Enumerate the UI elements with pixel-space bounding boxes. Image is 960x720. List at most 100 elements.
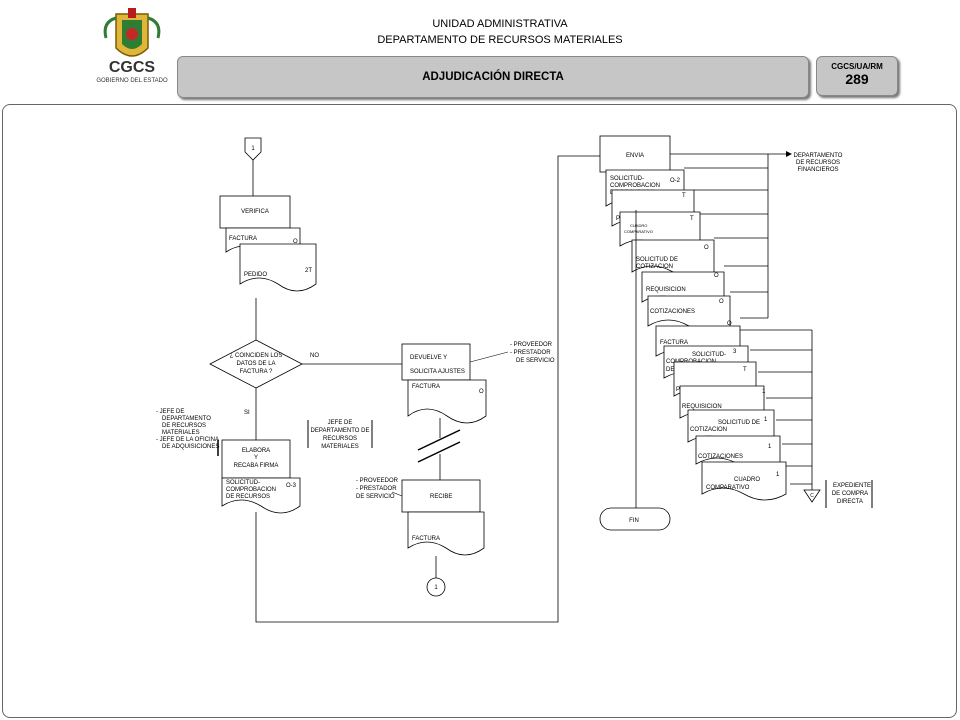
doc-cuadro-2-mark: 1 bbox=[776, 472, 780, 478]
proveedor-bottom-3: DE SERVICIO bbox=[356, 494, 395, 500]
proveedor-bottom-1: - PROVEEDOR bbox=[356, 478, 399, 484]
doc-cotizaciones-2-mark: 1 bbox=[768, 444, 772, 450]
doc-requisicion-2-label: REQUISICION bbox=[682, 404, 722, 410]
decision-line-3: FACTURA ? bbox=[240, 369, 273, 375]
jefes-left-2: DEPARTAMENTO bbox=[162, 416, 211, 422]
doc-cuadro-1-line-2: COMPARATIVO bbox=[624, 229, 653, 234]
elabora-box bbox=[221, 439, 291, 479]
doc-factura-2-label: FACTURA bbox=[412, 384, 440, 390]
doc-cuadro-1-mark: T bbox=[690, 216, 694, 222]
elabora-line-3: RECABA FIRMA bbox=[234, 463, 279, 469]
doc-solicitud-1 bbox=[221, 477, 301, 514]
jefe-mid-1: JEFE DE bbox=[328, 420, 353, 426]
doc-solcot-1-mark: O bbox=[704, 245, 709, 251]
doc-factura-3-label: FACTURA bbox=[412, 536, 440, 542]
decision-line-2: DATOS DE LA bbox=[236, 361, 275, 367]
doc-cuadro-2 bbox=[701, 461, 787, 501]
doc-pedido-1-label: PEDIDO bbox=[244, 272, 267, 278]
proveedor-top-1: - PROVEEDOR bbox=[510, 342, 553, 348]
jefes-left-1: - JEFE DE bbox=[156, 409, 184, 415]
doc-solcot-1-line-2: COTIZACION bbox=[636, 264, 673, 270]
proveedor-bottom-2: - PRESTADOR bbox=[356, 486, 397, 492]
dest-financieros-2: DE RECURSOS bbox=[796, 160, 840, 166]
offpage-connector-top bbox=[244, 137, 262, 161]
procedure-code-number: 289 bbox=[845, 71, 869, 87]
envia-label: ENVIA bbox=[626, 153, 644, 159]
doc-solicitud-1-line-3: DE RECURSOS bbox=[226, 494, 270, 500]
doc-pedido-3-mark: T bbox=[743, 367, 747, 373]
jefes-left-4: MATERIALES bbox=[162, 430, 200, 436]
doc-solicitud-1-line-2: COMPROBACION bbox=[226, 487, 276, 493]
verifica-label: VERIFICA bbox=[241, 209, 269, 215]
doc-solicitud-2-line-2: COMPROBACION bbox=[610, 183, 660, 189]
doc-solcot-2-mark: 1 bbox=[764, 417, 768, 423]
archive-label: C bbox=[810, 493, 814, 499]
government-logo: CGCS GOBIERNO DEL ESTADO bbox=[92, 8, 172, 84]
verifica-box bbox=[219, 195, 291, 229]
doc-factura-2 bbox=[407, 379, 487, 424]
logo-text: CGCS bbox=[109, 59, 156, 76]
procedure-code-box: CGCS/UA/RM 289 bbox=[816, 56, 898, 96]
procedure-title-text: ADJUDICACIÓN DIRECTA bbox=[422, 71, 564, 83]
doc-cuadro-2-line-1: CUADRO bbox=[734, 477, 760, 483]
doc-pedido-1-mark: 2T bbox=[305, 268, 312, 274]
doc-factura-3 bbox=[407, 511, 485, 556]
decision-no-label: NO bbox=[310, 353, 319, 359]
recibe-box bbox=[401, 479, 481, 513]
fin-terminator bbox=[599, 507, 671, 531]
doc-solicitud-1-mark: O-3 bbox=[286, 483, 297, 489]
connector-top-label: 1 bbox=[251, 146, 255, 152]
jefe-mid-4: MATERIALES bbox=[321, 444, 359, 450]
elabora-line-2: Y bbox=[254, 455, 258, 461]
procedure-title: ADJUDICACIÓN DIRECTA bbox=[177, 56, 809, 98]
doc-cotizaciones-1-mark: O bbox=[719, 299, 724, 305]
doc-requisicion-1-label: REQUISICION bbox=[646, 287, 686, 293]
department-heading: DEPARTAMENTO DE RECURSOS MATERIALES bbox=[377, 34, 623, 46]
jefe-mid-3: RECURSOS bbox=[323, 436, 357, 442]
dest-expediente-3: DIRECTA bbox=[837, 499, 863, 505]
doc-pedido-2-mark: T bbox=[682, 193, 686, 199]
doc-requisicion-2-mark: 1 bbox=[762, 389, 766, 395]
proveedor-top-2: - PRESTADOR bbox=[510, 350, 551, 356]
doc-cotizaciones-2-label: COTIZACIONES bbox=[698, 454, 743, 460]
doc-solcot-2-line-1: SOLICITUD DE bbox=[718, 420, 760, 426]
jefes-left-3: DE RECURSOS bbox=[162, 423, 206, 429]
dest-expediente-1: EXPEDIENTE bbox=[833, 483, 871, 489]
diagram-frame bbox=[2, 104, 957, 718]
fin-label: FIN bbox=[629, 518, 639, 524]
proveedor-top-3: DE SERVICIO bbox=[516, 358, 555, 364]
connector-bottom bbox=[426, 577, 446, 597]
dest-financieros-3: FINANCIEROS bbox=[797, 167, 838, 173]
doc-solicitud-3-line-1: SOLICITUD- bbox=[692, 352, 726, 358]
doc-solicitud-2-mark: O-2 bbox=[670, 178, 681, 184]
connector-bottom-label: 1 bbox=[434, 585, 438, 591]
doc-pedido-1 bbox=[239, 243, 317, 292]
recibe-label: RECIBE bbox=[430, 494, 452, 500]
dest-financieros-1: DEPARTAMENTO bbox=[794, 153, 843, 159]
doc-requisicion-1-mark: O bbox=[714, 273, 719, 279]
jefes-left-6: DE ADQUISICIONES bbox=[162, 444, 219, 450]
doc-factura-2-mark: O bbox=[479, 389, 484, 395]
doc-factura-4-mark: O bbox=[727, 321, 732, 327]
decision-line-1: ¿ COINCIDEN LOS bbox=[230, 353, 283, 359]
archive-triangle bbox=[803, 489, 821, 503]
jefe-mid-2: DEPARTAMENTO DE bbox=[311, 428, 370, 434]
devuelve-line-2: SOLICITA AJUSTES bbox=[410, 369, 465, 375]
doc-factura-4-label: FACTURA bbox=[660, 340, 688, 346]
elabora-line-1: ELABORA bbox=[242, 448, 270, 454]
envia-box bbox=[599, 135, 671, 173]
doc-factura-1-label: FACTURA bbox=[229, 236, 257, 242]
doc-solicitud-2-line-1: SOLICITUD- bbox=[610, 176, 644, 182]
devuelve-line-1: DEVUELVE Y bbox=[410, 355, 447, 361]
unit-heading: UNIDAD ADMINISTRATIVA bbox=[432, 18, 568, 30]
procedure-code-label: CGCS/UA/RM bbox=[831, 62, 883, 71]
dest-expediente-2: DE COMPRA bbox=[832, 491, 868, 497]
doc-cuadro-1-line-1: CUADRO bbox=[630, 223, 647, 228]
logo-subtext: GOBIERNO DEL ESTADO bbox=[96, 78, 168, 84]
doc-solicitud-1-line-1: SOLICITUD- bbox=[226, 480, 260, 486]
jefes-left-5: - JEFE DE LA OFICINA bbox=[156, 437, 219, 443]
doc-cuadro-2-line-2: COMPARATIVO bbox=[706, 485, 750, 491]
doc-factura-1-mark: O bbox=[293, 239, 298, 245]
doc-cotizaciones-1-label: COTIZACIONES bbox=[650, 309, 695, 315]
